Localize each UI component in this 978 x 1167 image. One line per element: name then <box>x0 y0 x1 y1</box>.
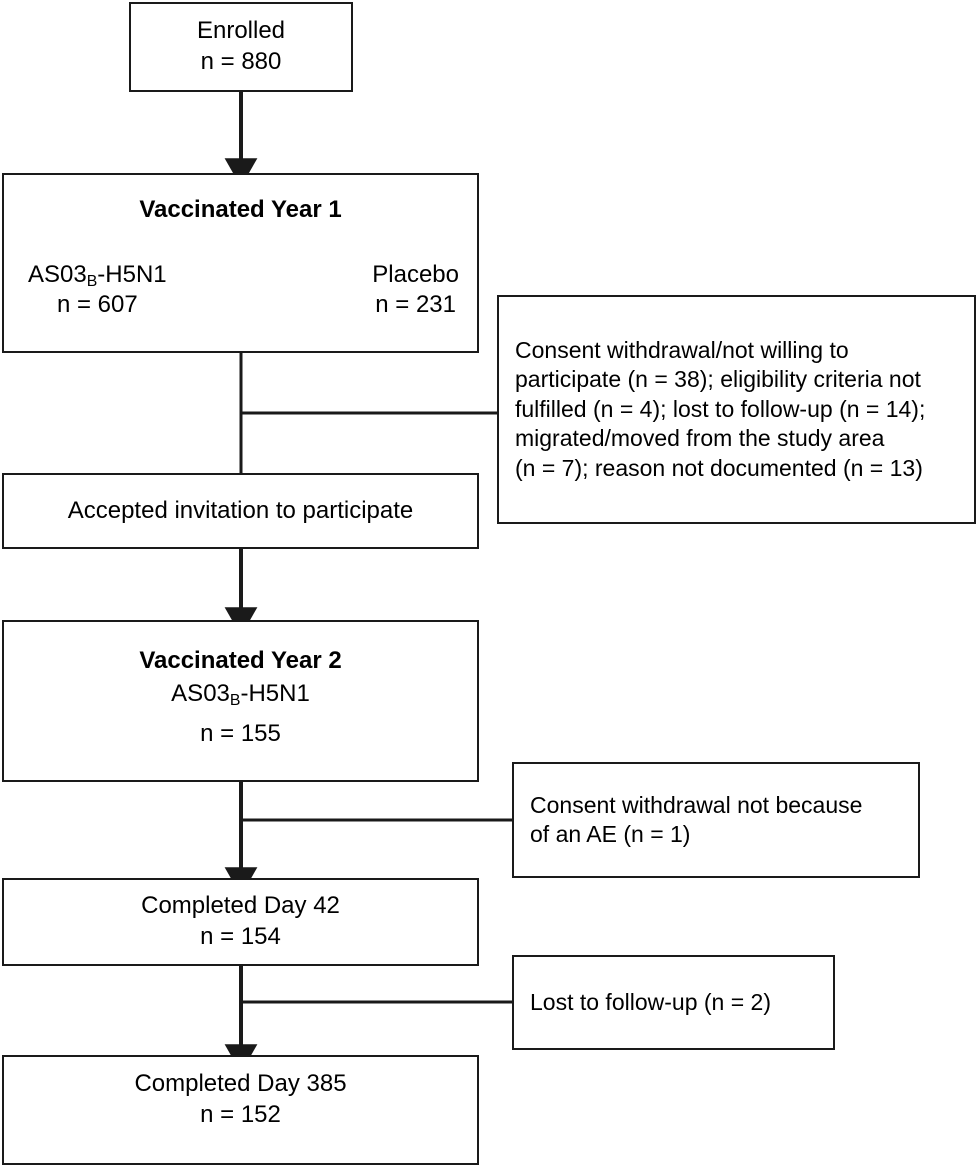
arm-placebo-name: Placebo <box>372 260 459 288</box>
completed-day42-count: n = 154 <box>200 923 281 950</box>
node-exclusions-year1: Consent withdrawal/not willing to partic… <box>497 295 976 524</box>
arm-placebo: Placebo n = 231 <box>372 260 501 321</box>
node-vaccinated-year2: Vaccinated Year 2 AS03B-H5N1 n = 155 <box>2 620 479 782</box>
node-completed-day385: Completed Day 385 n = 152 <box>2 1055 479 1165</box>
arm-as03b-h5n1-subscript: B <box>86 273 98 291</box>
exclusions-year2-line2: of an AE (n = 1) <box>530 821 691 847</box>
exclusions-year1-line3: fulfilled (n = 4); lost to follow-up (n … <box>515 395 926 422</box>
enrolled-count: n = 880 <box>200 48 282 75</box>
completed-day385-label: Completed Day 385 <box>134 1070 347 1097</box>
vaccinated-year2-title: Vaccinated Year 2 <box>139 647 342 674</box>
node-enrolled: Enrolled n = 880 <box>129 2 353 92</box>
exclusions-year1-line5: (n = 7); reason not documented (n = 13) <box>515 454 923 481</box>
vaccinated-year2-arm-suffix: -H5N1 <box>240 679 310 707</box>
exclusions-year2-line1: Consent withdrawal not because <box>530 791 863 818</box>
vaccinated-year2-arm-name: AS03B-H5N1 <box>4 679 477 710</box>
completed-day385-count: n = 152 <box>200 1100 281 1128</box>
vaccinated-year2-arm-subscript: B <box>229 692 241 710</box>
completed-day42-label: Completed Day 42 <box>141 892 340 920</box>
vaccinated-year1-title: Vaccinated Year 1 <box>139 196 342 223</box>
node-exclusions-year2: Consent withdrawal not because of an AE … <box>512 762 920 878</box>
node-accepted-invitation: Accepted invitation to participate <box>2 473 479 549</box>
exclusions-year1-line2: participate (n = 38); eligibility criter… <box>515 366 921 393</box>
exclusions-year1-line4: migrated/moved from the study area <box>515 425 885 452</box>
accepted-invitation-label: Accepted invitation to participate <box>67 496 414 524</box>
exclusions-year1-line1: Consent withdrawal/not willing to <box>515 336 849 363</box>
node-exclusions-day42: Lost to follow-up (n = 2) <box>512 955 835 1050</box>
arm-as03b-h5n1-prefix: AS03 <box>28 260 87 288</box>
node-vaccinated-year1: Vaccinated Year 1 AS03B-H5N1 n = 607 Pla… <box>2 173 479 353</box>
exclusions-day42-line1: Lost to follow-up (n = 2) <box>530 988 771 1015</box>
vaccinated-year1-arms: AS03B-H5N1 n = 607 Placebo n = 231 <box>4 260 525 321</box>
enrolled-label: Enrolled <box>196 17 286 45</box>
arm-placebo-count: n = 231 <box>375 291 456 319</box>
vaccinated-year2-arm-prefix: AS03 <box>171 679 230 707</box>
node-completed-day42: Completed Day 42 n = 154 <box>2 878 479 966</box>
arm-as03b-h5n1-count: n = 607 <box>56 291 138 319</box>
arm-as03b-h5n1: AS03B-H5N1 n = 607 <box>28 260 167 321</box>
vaccinated-year2-count: n = 155 <box>200 720 281 748</box>
arm-as03b-h5n1-name: AS03B-H5N1 <box>28 260 167 291</box>
arm-as03b-h5n1-suffix: -H5N1 <box>97 260 167 288</box>
